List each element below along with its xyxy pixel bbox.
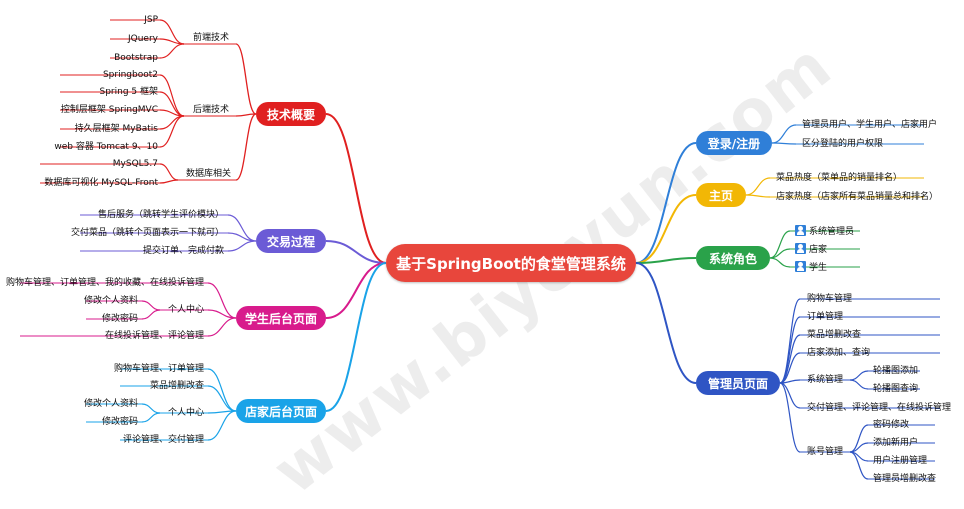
admin-cart[interactable]: 购物车管理 (807, 294, 853, 304)
tech-mysqlfront[interactable]: 数据库可视化 MySQL-Front (44, 178, 158, 188)
role-student[interactable]: 学生 (795, 261, 827, 274)
role-store[interactable]: 店家 (795, 243, 827, 256)
admin-account-group[interactable]: 账号管理 (807, 447, 844, 457)
admin-add-user[interactable]: 添加新用户 (873, 438, 919, 448)
role-admin[interactable]: 系统管理员 (795, 225, 854, 238)
branch-admin[interactable]: 管理员页面 (696, 371, 780, 395)
admin-carousel-add[interactable]: 轮播图添加 (873, 366, 919, 376)
central-topic[interactable]: 基于SpringBoot的食堂管理系统 (386, 244, 636, 282)
tech-jsp[interactable]: JSP (144, 15, 158, 25)
admin-carousel-query[interactable]: 轮播图查询 (873, 384, 919, 394)
student-edit-profile[interactable]: 修改个人资料 (83, 296, 138, 306)
branch-tech[interactable]: 技术概要 (256, 102, 326, 126)
student-complaint-comment[interactable]: 在线投诉管理、评论管理 (104, 331, 204, 341)
store-edit-profile[interactable]: 修改个人资料 (83, 399, 138, 409)
store-dish-crud[interactable]: 菜品增删改查 (149, 381, 204, 391)
trade-deliver[interactable]: 交付菜品（跳转个页面表示一下就可） (70, 228, 224, 238)
admin-password[interactable]: 密码修改 (873, 420, 910, 430)
tech-springmvc[interactable]: 控制层框架 SpringMVC (60, 105, 158, 115)
tech-tomcat[interactable]: web 容器 Tomcat 9、10 (54, 142, 158, 152)
home-dish-hot[interactable]: 菜品热度（菜单品的销量排名） (776, 173, 903, 183)
admin-system-group[interactable]: 系统管理 (807, 375, 844, 385)
admin-store-add[interactable]: 店家添加、查询 (807, 348, 871, 358)
user-icon (795, 225, 806, 236)
admin-dish-crud[interactable]: 菜品增删改查 (807, 330, 862, 340)
admin-order[interactable]: 订单管理 (807, 312, 844, 322)
student-change-password[interactable]: 修改密码 (101, 314, 138, 324)
role-admin-label: 系统管理员 (809, 227, 855, 237)
branch-home[interactable]: 主页 (696, 183, 746, 207)
student-cart-order[interactable]: 购物车管理、订单管理、我的收藏、在线投诉管理 (5, 278, 204, 288)
tech-mysql[interactable]: MySQL5.7 (112, 159, 158, 169)
branch-trade[interactable]: 交易过程 (256, 229, 326, 253)
users-icon (795, 261, 806, 272)
tech-mybatis[interactable]: 持久层框架 MyBatis (74, 124, 158, 134)
trade-submit[interactable]: 提交订单、完成付款 (142, 246, 224, 256)
role-student-label: 学生 (809, 263, 828, 273)
trade-after-sale[interactable]: 售后服务（跳转学生评价模块） (97, 210, 224, 220)
admin-admin-crud[interactable]: 管理员增删改查 (873, 474, 937, 484)
admin-register-mgmt[interactable]: 用户注册管理 (873, 456, 928, 466)
store-cart-order[interactable]: 购物车管理、订单管理 (113, 364, 204, 374)
store-comment-deliver[interactable]: 评论管理、交付管理 (122, 435, 204, 445)
group-frontend[interactable]: 前端技术 (193, 33, 230, 43)
tech-spring5[interactable]: Spring 5 框架 (99, 87, 159, 97)
login-user-types[interactable]: 管理员用户、学生用户、店家用户 (802, 120, 938, 130)
admin-deliver-comment[interactable]: 交付管理、评论管理、在线投诉管理 (807, 403, 952, 413)
tech-jquery[interactable]: JQuery (127, 34, 158, 44)
branch-login[interactable]: 登录/注册 (696, 131, 772, 155)
branch-student[interactable]: 学生后台页面 (236, 306, 326, 330)
login-permissions[interactable]: 区分登陆的用户权限 (802, 139, 884, 149)
store-change-password[interactable]: 修改密码 (101, 417, 138, 427)
store-personal-center[interactable]: 个人中心 (167, 408, 204, 418)
student-personal-center[interactable]: 个人中心 (167, 305, 204, 315)
home-store-hot[interactable]: 店家热度（店家所有菜品销量总和排名） (776, 192, 939, 202)
tech-bootstrap[interactable]: Bootstrap (114, 53, 158, 63)
branch-roles[interactable]: 系统角色 (696, 246, 770, 270)
tech-springboot2[interactable]: Springboot2 (102, 70, 158, 80)
group-backend[interactable]: 后端技术 (193, 105, 230, 115)
role-store-label: 店家 (809, 245, 828, 255)
user-icon (795, 243, 806, 254)
group-database[interactable]: 数据库相关 (186, 169, 232, 179)
branch-store[interactable]: 店家后台页面 (236, 399, 326, 423)
